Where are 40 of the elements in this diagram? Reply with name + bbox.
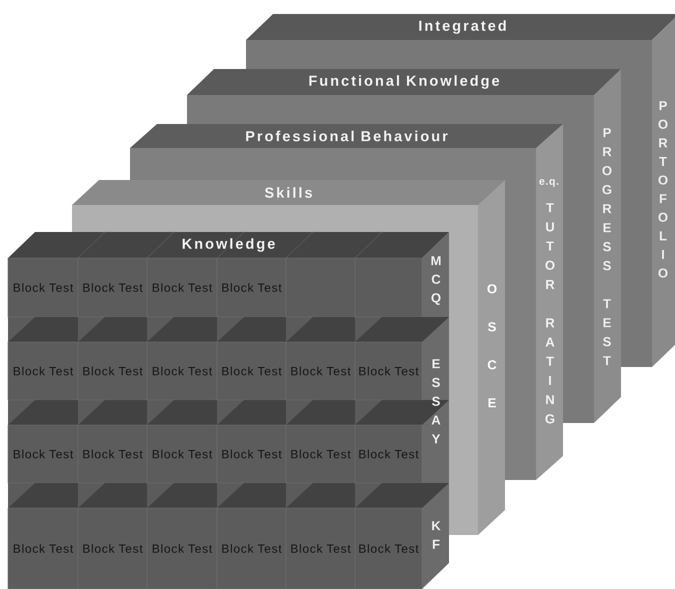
block-cube: Block Test <box>8 258 78 318</box>
block-cube: Block Test <box>78 317 148 400</box>
side-panel <box>536 124 563 480</box>
block-cube: Block Test <box>286 317 356 400</box>
vertical-label: ESSAY <box>432 359 440 444</box>
block-cube: Block Test <box>78 258 148 318</box>
vertical-label: TUTOR RATING <box>545 203 554 424</box>
block-cube: Block Test <box>146 483 218 589</box>
title-band: Integrated <box>246 14 675 40</box>
side-panel <box>594 69 621 423</box>
side-panel <box>422 232 449 589</box>
vertical-label: PROGRESS TEST <box>602 128 612 366</box>
block-cube: Block Test <box>354 400 422 484</box>
vertical-label: KF <box>432 521 441 549</box>
block-cube: Block Test <box>8 483 78 589</box>
side-panel <box>478 180 505 535</box>
title-band: Functional Knowledge <box>187 69 621 95</box>
block-cube: Block Test <box>8 400 78 484</box>
block-cube: Block Test <box>8 317 78 400</box>
vertical-label: MCQ <box>431 256 441 305</box>
block-cube: Block Test <box>78 400 148 484</box>
block-cube: Block Test <box>354 483 422 589</box>
block-cube: Block Test <box>286 400 356 484</box>
block-cube: Block Test <box>216 400 286 484</box>
vertical-label: OSCE <box>487 284 496 408</box>
title-band: Professional Behaviour <box>130 124 563 148</box>
block-cube: Block Test <box>146 400 218 484</box>
block-cube: Block Test <box>216 483 286 589</box>
block-cube: Block Test <box>146 258 218 318</box>
vertical-label: PORTOFOLIO <box>658 101 668 278</box>
block-cube <box>286 258 356 318</box>
block-cube: Block Test <box>216 317 286 400</box>
block-cube: Block Test <box>286 483 356 589</box>
block-cube <box>354 258 422 318</box>
block-cube: Block Test <box>354 317 422 400</box>
side-note: e.q. <box>539 179 558 187</box>
block-cube: Block Test <box>216 258 286 318</box>
block-cube: Block Test <box>146 317 218 400</box>
block-cube: Block Test <box>78 483 148 589</box>
title-band: Skills <box>72 180 505 205</box>
